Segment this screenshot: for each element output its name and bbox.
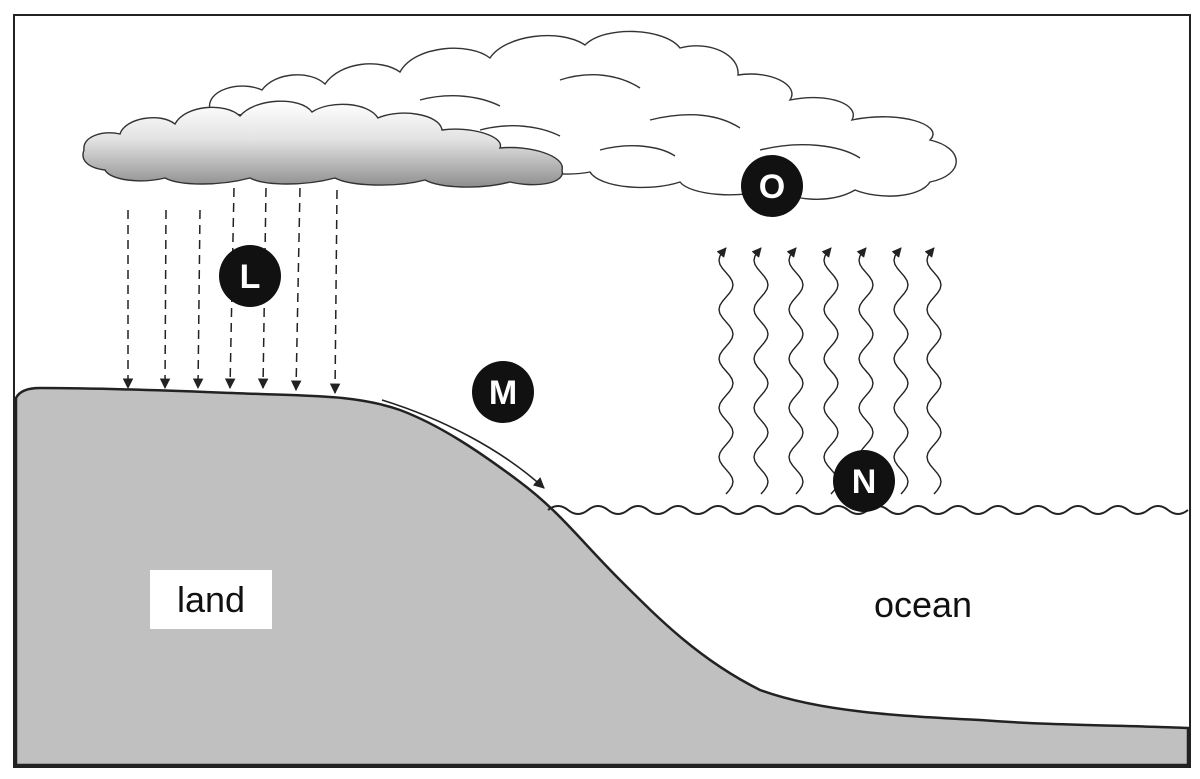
rain-cloud	[82, 100, 563, 188]
marker-M: M	[472, 361, 534, 423]
marker-N: N	[833, 450, 895, 512]
evaporation-arrow	[821, 247, 839, 495]
land-mass	[14, 386, 1190, 767]
marker-N-circle	[833, 450, 895, 512]
evaporation-arrow	[924, 247, 942, 495]
runoff-arrow	[381, 399, 545, 489]
marker-M-circle	[472, 361, 534, 423]
evaporation-arrow	[786, 247, 804, 495]
marker-O: O	[741, 155, 803, 217]
marker-L: L	[219, 245, 281, 307]
evaporation-arrow	[716, 247, 734, 495]
land-label: land	[177, 579, 245, 620]
land-label-box	[150, 570, 272, 629]
marker-N-letter: N	[852, 463, 877, 501]
evaporation-arrow	[751, 247, 769, 495]
evaporation-arrow	[891, 247, 909, 495]
precipitation-arrows	[122, 187, 341, 395]
ocean-label: ocean	[874, 584, 972, 625]
marker-L-circle	[219, 245, 281, 307]
marker-M-letter: M	[489, 374, 517, 412]
marker-O-circle	[741, 155, 803, 217]
marker-O-letter: O	[759, 168, 785, 206]
evaporation-arrows	[716, 247, 942, 495]
marker-L-letter: L	[240, 258, 261, 296]
